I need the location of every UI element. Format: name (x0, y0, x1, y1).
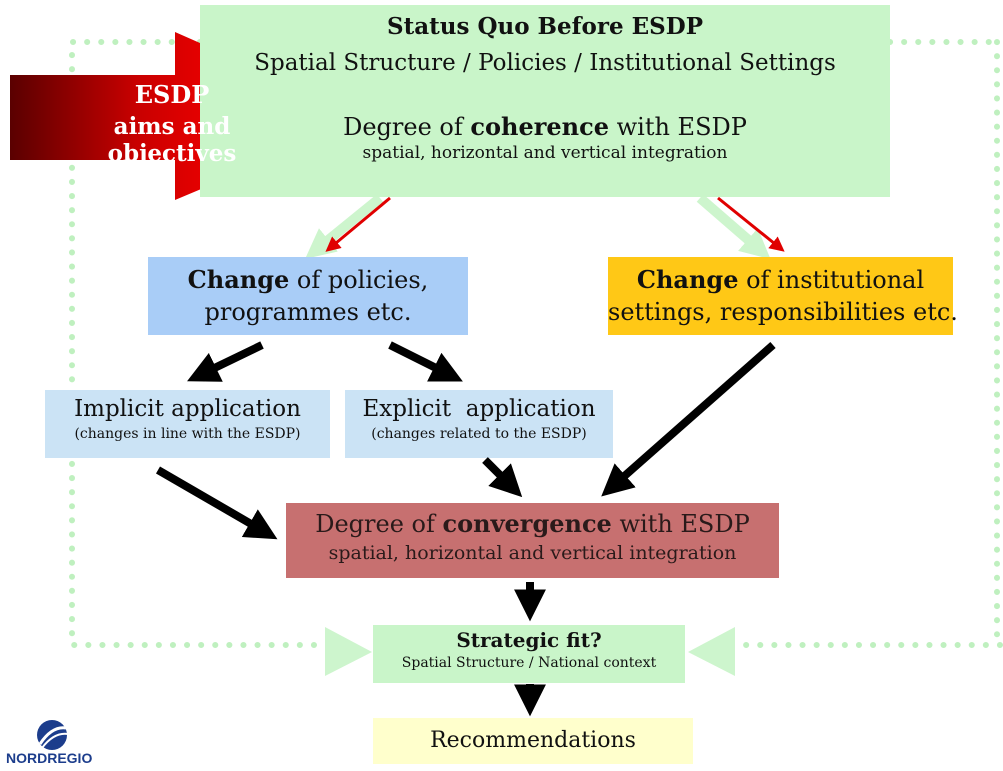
institutions-line1: Change of institutional (608, 264, 953, 296)
institutions-line2: settings, responsibilities etc. (608, 298, 958, 326)
policies-rest: of policies, (289, 266, 429, 294)
recommendations-label: Recommendations (430, 728, 636, 753)
implicit-title: Implicit application (74, 396, 301, 422)
institutions-rest: of institutional (738, 266, 925, 294)
fit-right-triangle (688, 627, 735, 676)
convergence-integration: spatial, horizontal and vertical integra… (328, 542, 737, 564)
arrow-implicit-to-convergence (155, 466, 278, 540)
explicit-application-box: Explicit application (changes related to… (345, 390, 613, 458)
convergence-suffix: with ESDP (611, 510, 750, 538)
nordregio-logo-text: NORDREGIO (6, 750, 93, 766)
red-arrow-to-institutions (717, 196, 785, 252)
coherence-integration: spatial, horizontal and vertical integra… (362, 143, 728, 163)
esdp-arrow-label: ESDP aims and objectives (92, 80, 252, 167)
coherence-suffix: with ESDP (608, 113, 747, 141)
recommendations-box: Recommendations (373, 718, 693, 764)
status-quo-subtitle: Spatial Structure / Policies / Instituti… (254, 50, 836, 76)
esdp-aims-label: aims and objectives (107, 113, 237, 167)
status-quo-title: Status Quo Before ESDP (387, 13, 703, 40)
strategic-fit-sub: Spatial Structure / National context (401, 655, 657, 671)
esdp-arrow (10, 32, 370, 200)
explicit-sub: (changes related to the ESDP) (371, 426, 587, 442)
red-arrow-to-policies (325, 196, 391, 252)
feedback-loop (69, 39, 1003, 648)
fit-left-triangle (325, 627, 372, 676)
convergence-line: Degree of convergence with ESDP (286, 509, 779, 538)
arrow-policies-to-implicit (187, 341, 264, 382)
institutions-change-bold: Change (636, 265, 739, 294)
policies-line1: Change of policies, (148, 264, 468, 296)
coherence-bold: coherence (470, 112, 609, 141)
implicit-sub: (changes in line with the ESDP) (74, 426, 301, 442)
arrow-policies-to-explicit (388, 341, 463, 382)
coherence-prefix: Degree of (343, 113, 471, 141)
esdp-label: ESDP (134, 80, 210, 109)
convergence-box: Degree of convergence with ESDP spatial,… (286, 503, 779, 578)
nordregio-logo: NORDREGIO (6, 718, 116, 768)
status-quo-box: Status Quo Before ESDP Spatial Structure… (200, 5, 890, 197)
implicit-application-box: Implicit application (changes in line wi… (45, 390, 330, 458)
change-policies-box: Change of policies, programmes etc. (148, 257, 468, 335)
policies-change-bold: Change (187, 265, 290, 294)
change-institutions-box: Change of institutional settings, respon… (608, 257, 958, 335)
arrow-institutions-to-convergence (601, 342, 776, 497)
green-arrow-right (696, 194, 771, 260)
convergence-bold: convergence (442, 509, 612, 538)
explicit-title: Explicit application (362, 396, 596, 422)
arrow-explicit-to-convergence (482, 457, 523, 498)
policies-line2: programmes etc. (204, 298, 412, 326)
coherence-line: Degree of coherence with ESDP (200, 112, 890, 141)
strategic-fit-box: Strategic fit? Spatial Structure / Natio… (373, 625, 685, 683)
convergence-prefix: Degree of (315, 510, 443, 538)
strategic-fit-title: Strategic fit? (456, 628, 602, 652)
nordregio-globe-icon (37, 720, 69, 750)
